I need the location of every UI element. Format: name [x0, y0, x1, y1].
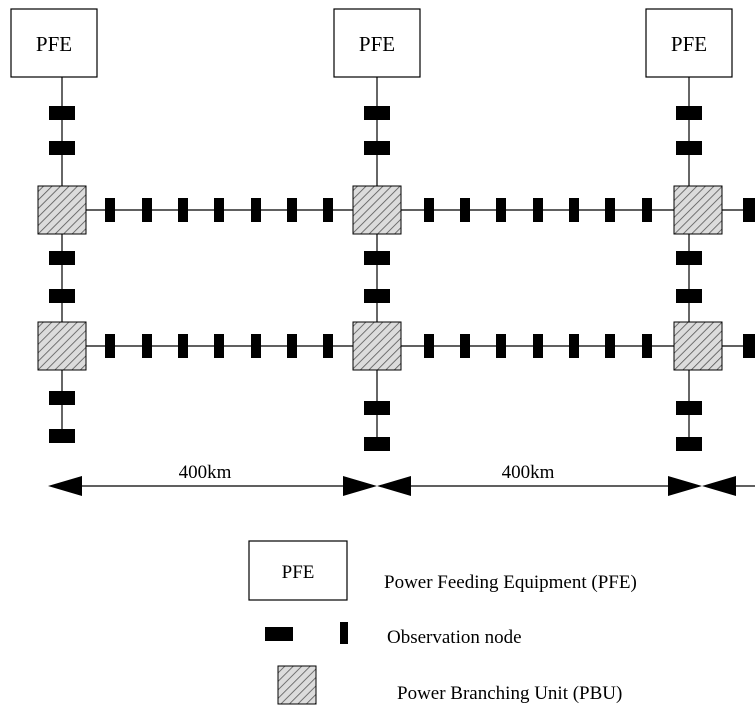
pfe-box-2: PFE — [333, 8, 421, 78]
observation-node — [105, 334, 115, 358]
observation-node — [105, 198, 115, 222]
observation-node — [49, 106, 75, 120]
observation-node — [49, 429, 75, 443]
power-branching-unit — [673, 321, 723, 371]
observation-node — [676, 289, 702, 303]
observation-node — [323, 198, 333, 222]
observation-node — [49, 391, 75, 405]
observation-node — [496, 334, 506, 358]
observation-node — [142, 198, 152, 222]
arrowhead-left — [48, 476, 82, 496]
observation-node — [533, 334, 543, 358]
observation-node — [49, 251, 75, 265]
distance-dimension-2: 400km — [377, 462, 702, 496]
legend-vertical-node-icon — [340, 622, 348, 644]
observation-node — [364, 289, 390, 303]
observation-node — [251, 334, 261, 358]
observation-node — [364, 106, 390, 120]
observation-node — [533, 198, 543, 222]
observation-node — [142, 334, 152, 358]
observation-node — [364, 401, 390, 415]
observation-node — [676, 251, 702, 265]
legend-pfe-description: Power Feeding Equipment (PFE) — [384, 572, 637, 593]
legend-pbu-description: Power Branching Unit (PBU) — [397, 683, 622, 704]
observation-node — [214, 334, 224, 358]
observation-node — [676, 141, 702, 155]
observation-node — [49, 289, 75, 303]
pbu-layer — [37, 185, 723, 371]
arrowhead-left — [377, 476, 411, 496]
observation-node — [605, 198, 615, 222]
legend-horizontal-node-icon — [265, 627, 293, 641]
cable-layer — [61, 77, 755, 447]
observation-node — [460, 198, 470, 222]
arrowhead-right — [343, 476, 377, 496]
legend-pbu-icon — [277, 665, 317, 705]
legend-pfe-text: PFE — [282, 562, 315, 583]
observation-node — [323, 334, 333, 358]
observation-node — [642, 198, 652, 222]
observation-node — [251, 198, 261, 222]
pfe-box-1: PFE — [10, 8, 98, 78]
observation-node — [676, 401, 702, 415]
power-branching-unit — [352, 185, 402, 235]
observation-node — [496, 198, 506, 222]
distance-dimension-3-partial — [702, 476, 755, 496]
observation-node — [569, 334, 579, 358]
arrowhead-right — [668, 476, 702, 496]
observation-node — [460, 334, 470, 358]
pfe-label: PFE — [36, 32, 72, 56]
observation-node — [676, 106, 702, 120]
legend-pfe-symbol: PFE — [248, 540, 348, 601]
observation-node — [49, 141, 75, 155]
observation-node — [605, 334, 615, 358]
pfe-label: PFE — [671, 32, 707, 56]
observation-node — [214, 198, 224, 222]
observation-node — [569, 198, 579, 222]
distance-dimension-1: 400km — [48, 462, 377, 496]
observation-nodes-layer — [49, 106, 755, 451]
legend-node-description: Observation node — [387, 627, 522, 648]
observation-node — [642, 334, 652, 358]
observation-node — [364, 437, 390, 451]
pfe-box-3: PFE — [645, 8, 733, 78]
power-branching-unit — [37, 185, 87, 235]
observation-node — [287, 334, 297, 358]
power-branching-unit — [673, 185, 723, 235]
observation-node-partial — [743, 334, 755, 358]
observation-node — [178, 334, 188, 358]
legend: PFE Power Feeding Equipment (PFE) Observ… — [248, 540, 637, 705]
observation-node — [287, 198, 297, 222]
observation-node — [364, 141, 390, 155]
observation-node — [364, 251, 390, 265]
arrowhead-left — [702, 476, 736, 496]
observation-node — [676, 437, 702, 451]
distance-label: 400km — [502, 462, 555, 483]
observation-node — [424, 334, 434, 358]
power-branching-unit — [37, 321, 87, 371]
pfe-label: PFE — [359, 32, 395, 56]
power-branching-unit — [352, 321, 402, 371]
observation-node — [424, 198, 434, 222]
observation-node-partial — [743, 198, 755, 222]
distance-label: 400km — [179, 462, 232, 483]
observation-node — [178, 198, 188, 222]
